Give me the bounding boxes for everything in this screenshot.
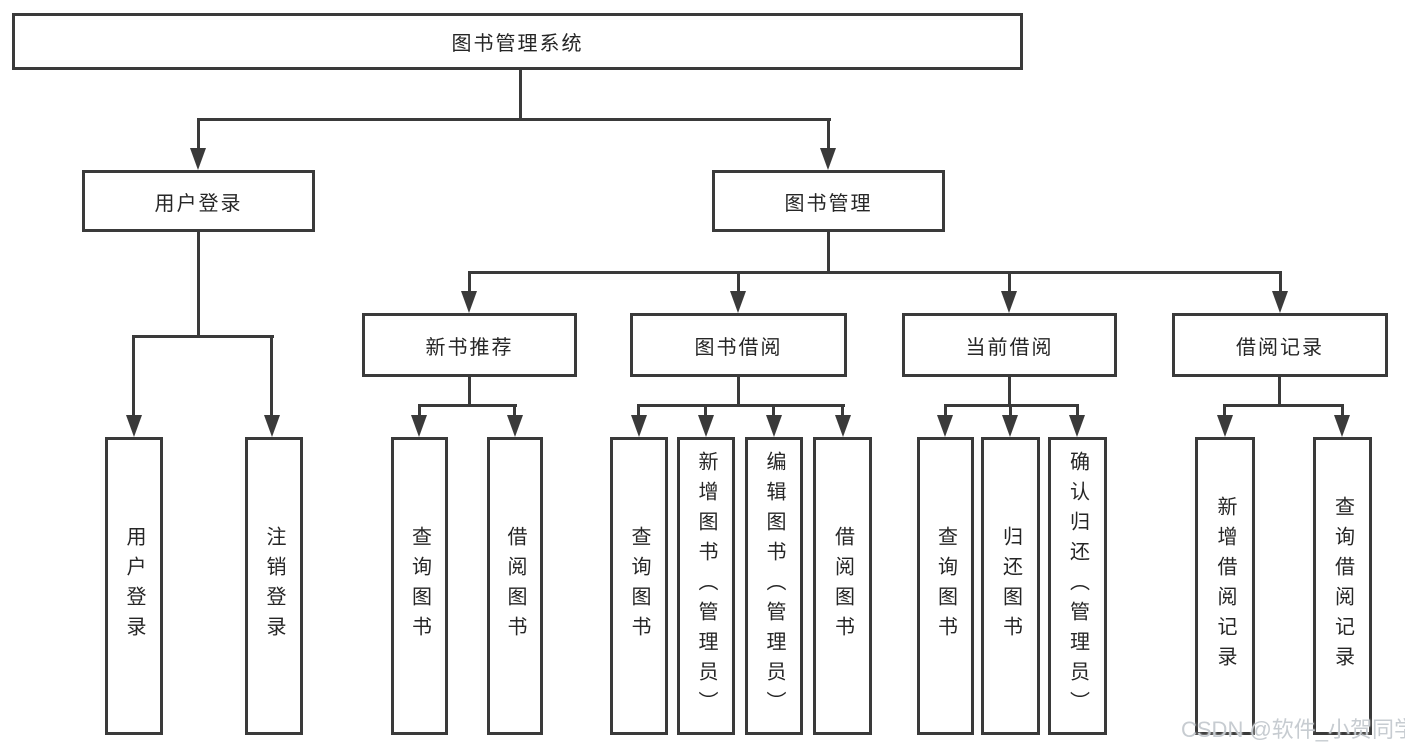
node-user-login-label: 用户登录	[154, 192, 243, 215]
leaf-user-login-label: 用户登录	[123, 526, 145, 646]
connector-line	[737, 377, 740, 406]
connector-line	[513, 404, 516, 417]
connector-line	[1341, 404, 1344, 417]
arrowhead	[937, 415, 953, 437]
watermark: CSDN @软件_小贺同学	[1181, 717, 1405, 742]
leaf-query-books-borrow: 查询图书	[610, 437, 668, 735]
node-new-book-recommend-label: 新书推荐	[425, 336, 514, 359]
leaf-confirm-return-admin-label: 确认归还（管理员）	[1066, 451, 1089, 721]
connector-line	[841, 404, 844, 417]
leaf-borrow-books-borrow-label: 借阅图书	[831, 526, 854, 646]
node-book-management-label: 图书管理	[784, 192, 873, 215]
node-current-borrowing: 当前借阅	[902, 313, 1117, 377]
connector-line	[1008, 377, 1011, 406]
node-book-borrowing: 图书借阅	[630, 313, 847, 377]
arrowhead	[461, 291, 477, 313]
leaf-borrow-books-borrow: 借阅图书	[813, 437, 872, 735]
leaf-logout-label: 注销登录	[263, 526, 285, 646]
connector-line	[132, 335, 274, 338]
arrowhead	[1002, 415, 1018, 437]
leaf-return-books-label: 归还图书	[999, 526, 1022, 646]
connector-line	[197, 118, 831, 121]
connector-line	[418, 404, 517, 407]
arrowhead	[190, 148, 206, 170]
arrowhead	[835, 415, 851, 437]
leaf-edit-books-admin-label: 编辑图书（管理员）	[763, 451, 785, 721]
arrowhead	[1334, 415, 1350, 437]
arrowhead	[126, 415, 142, 437]
connector-line	[637, 404, 640, 417]
arrowhead	[730, 291, 746, 313]
leaf-user-login: 用户登录	[105, 437, 163, 735]
leaf-return-books: 归还图书	[981, 437, 1040, 735]
node-borrowing-records: 借阅记录	[1172, 313, 1388, 377]
leaf-query-borrow-record: 查询借阅记录	[1313, 437, 1372, 735]
leaf-borrow-books-newbook: 借阅图书	[487, 437, 543, 735]
connector-line	[827, 232, 830, 273]
arrowhead	[698, 415, 714, 437]
leaf-confirm-return-admin: 确认归还（管理员）	[1048, 437, 1107, 735]
leaf-edit-books-admin: 编辑图书（管理员）	[745, 437, 803, 735]
connector-line	[1008, 271, 1011, 293]
connector-line	[944, 404, 947, 417]
connector-line	[468, 271, 471, 293]
connector-line	[772, 404, 775, 417]
node-book-management: 图书管理	[712, 170, 945, 232]
arrowhead	[411, 415, 427, 437]
arrowhead	[264, 415, 280, 437]
node-borrowing-records-label: 借阅记录	[1236, 336, 1324, 359]
connector-line	[1223, 404, 1344, 407]
leaf-logout: 注销登录	[245, 437, 303, 735]
connector-line	[1223, 404, 1226, 417]
connector-line	[468, 271, 1282, 274]
connector-line	[1278, 377, 1281, 406]
connector-line	[197, 118, 200, 152]
arrowhead	[820, 148, 836, 170]
connector-line	[1279, 271, 1282, 293]
connector-line	[197, 232, 200, 337]
connector-line	[132, 335, 135, 417]
leaf-add-books-admin-label: 新增图书（管理员）	[695, 451, 717, 721]
connector-line	[468, 377, 471, 406]
node-root-label: 图书管理系统	[451, 33, 584, 55]
leaf-query-books-current-label: 查询图书	[934, 526, 957, 646]
leaf-query-books-newbook-label: 查询图书	[408, 526, 431, 646]
arrowhead	[1069, 415, 1085, 437]
connector-line	[827, 118, 830, 152]
node-current-borrowing-label: 当前借阅	[965, 336, 1054, 359]
connector-line	[737, 271, 740, 293]
arrowhead	[766, 415, 782, 437]
arrowhead	[1272, 291, 1288, 313]
leaf-add-borrow-record-label: 新增借阅记录	[1214, 496, 1236, 676]
connector-line	[637, 404, 845, 407]
node-root: 图书管理系统	[12, 13, 1023, 70]
arrowhead	[507, 415, 523, 437]
connector-line	[418, 404, 421, 417]
leaf-add-borrow-record: 新增借阅记录	[1195, 437, 1255, 735]
leaf-query-borrow-record-label: 查询借阅记录	[1331, 496, 1354, 676]
node-user-login: 用户登录	[82, 170, 315, 232]
arrowhead	[1001, 291, 1017, 313]
leaf-query-books-newbook: 查询图书	[391, 437, 448, 735]
arrowhead	[631, 415, 647, 437]
connector-line	[704, 404, 707, 417]
connector-line	[1009, 404, 1012, 417]
leaf-borrow-books-newbook-label: 借阅图书	[504, 526, 526, 646]
connector-line	[270, 335, 273, 417]
node-book-borrowing-label: 图书借阅	[694, 336, 783, 359]
leaf-query-books-borrow-label: 查询图书	[628, 526, 650, 646]
leaf-query-books-current: 查询图书	[917, 437, 974, 735]
arrowhead	[1217, 415, 1233, 437]
leaf-add-books-admin: 新增图书（管理员）	[677, 437, 735, 735]
connector-line	[519, 70, 522, 120]
connector-line	[1076, 404, 1079, 417]
node-new-book-recommend: 新书推荐	[362, 313, 577, 377]
